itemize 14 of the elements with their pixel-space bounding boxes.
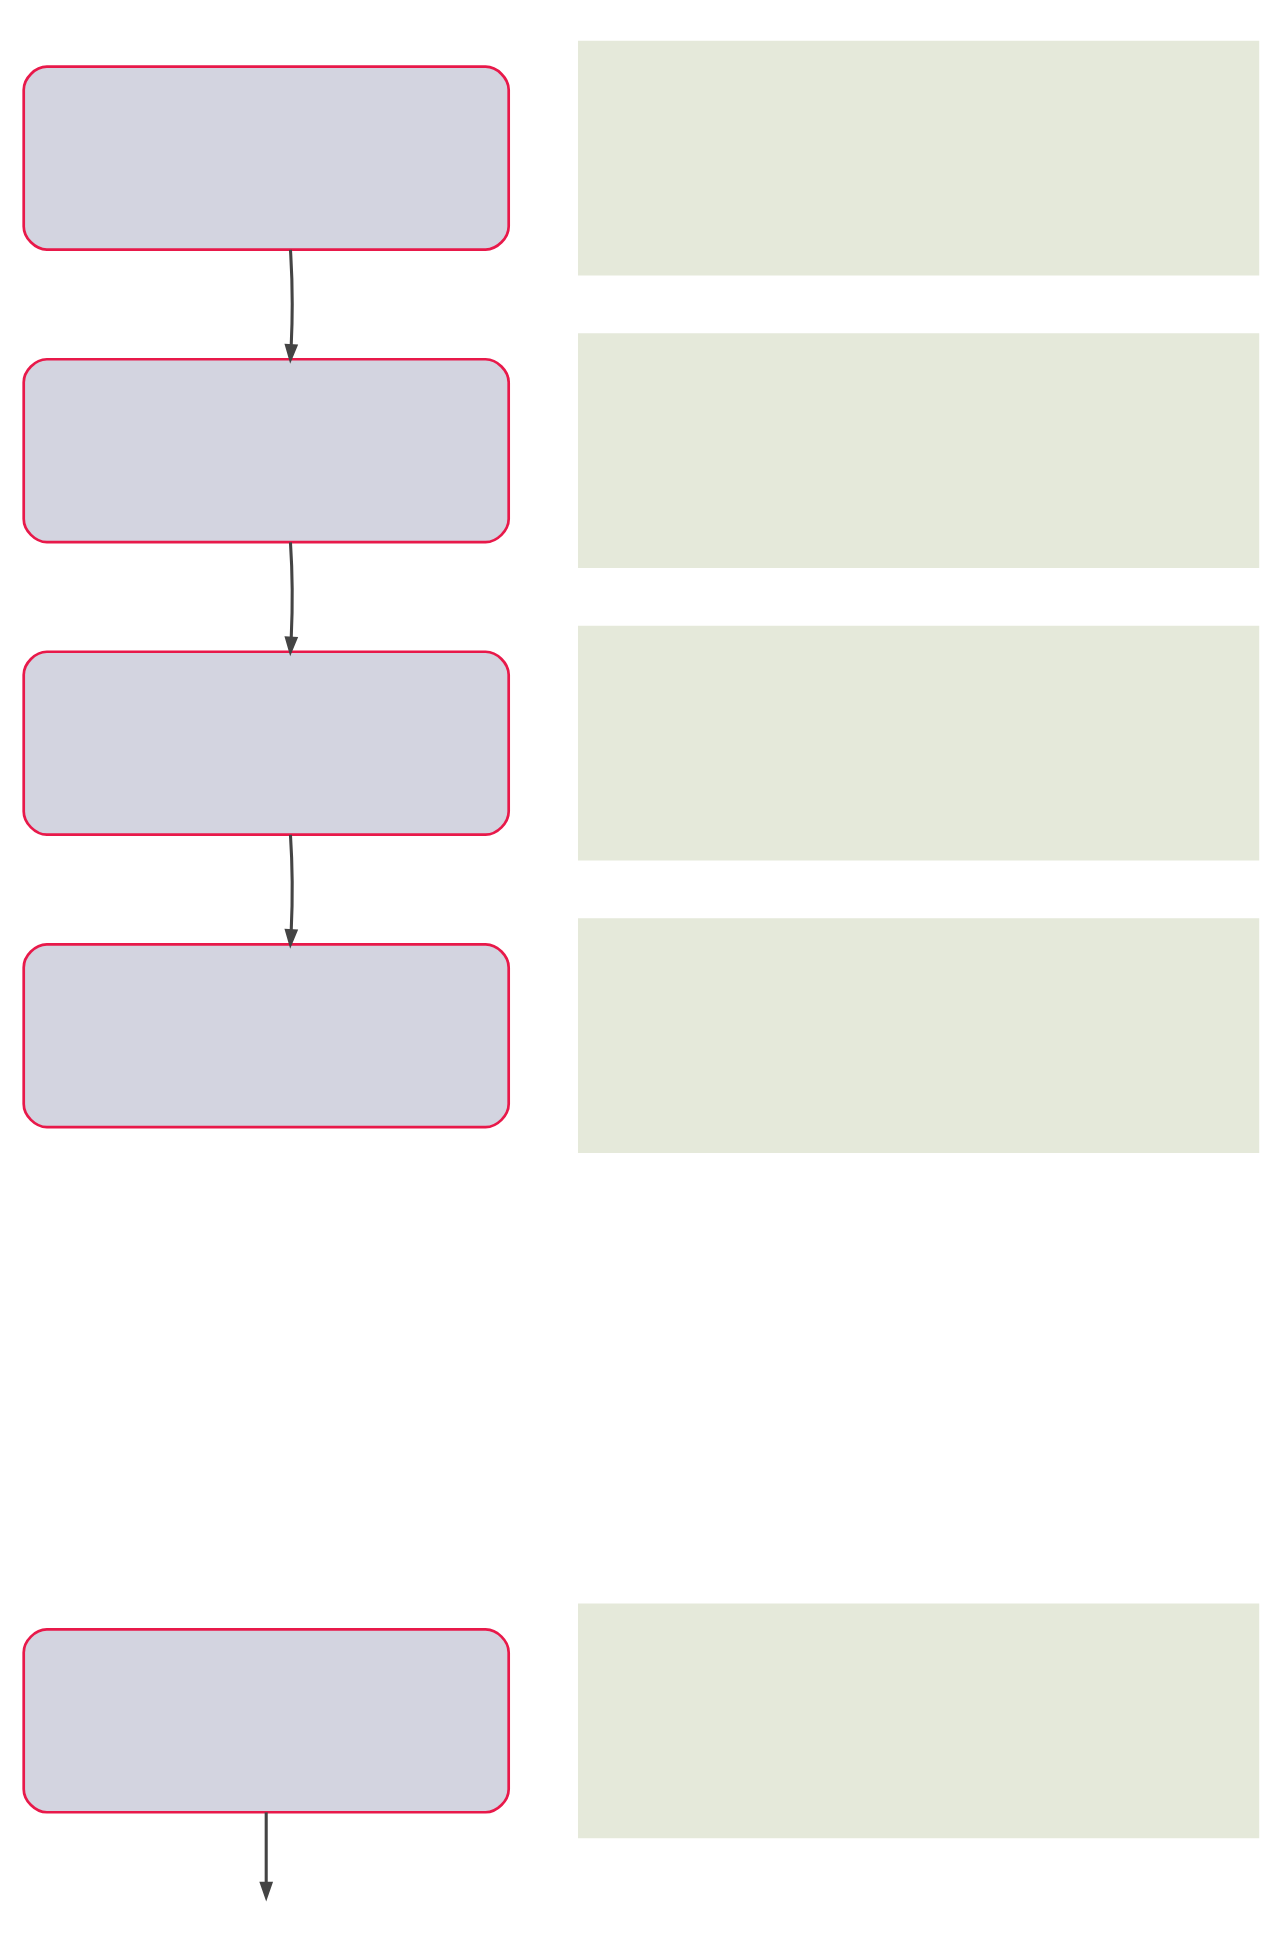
node-box [577, 39, 1260, 275]
node-box [577, 332, 1260, 568]
node-box [22, 941, 511, 1128]
node-box [22, 64, 511, 250]
arrow [284, 833, 299, 948]
node-box [577, 917, 1260, 1153]
arrow [259, 1811, 274, 1901]
node-box [577, 1602, 1260, 1838]
node-box [577, 624, 1260, 860]
arrow [284, 541, 299, 656]
node-box [22, 356, 511, 543]
arrow [284, 248, 299, 363]
node-box [22, 649, 511, 835]
node-box [22, 1627, 511, 1813]
